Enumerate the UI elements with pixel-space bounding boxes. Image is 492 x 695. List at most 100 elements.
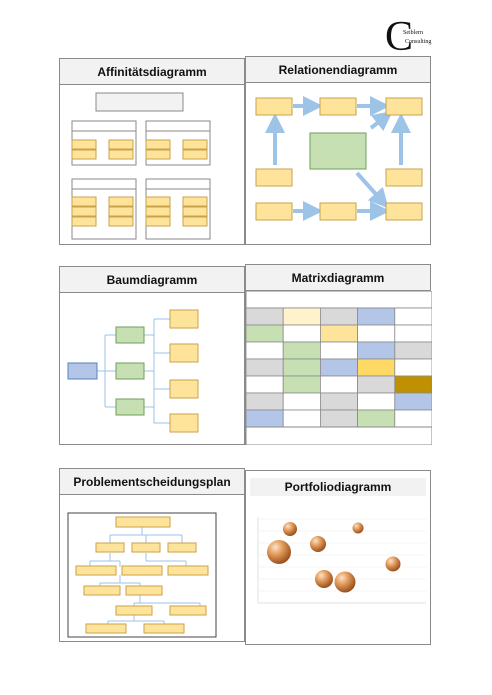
matrix-cell [394, 409, 432, 428]
matrix-cell [320, 358, 359, 377]
matrix-cell [320, 324, 359, 343]
matrix-cell [357, 324, 396, 343]
matrix-cell [320, 307, 359, 326]
logo-line1: Seiblern [403, 30, 423, 36]
matrix-cell [282, 392, 321, 411]
matrix-cell [357, 392, 396, 411]
problem-node [167, 565, 209, 576]
relation-node [319, 97, 357, 116]
problem-node [131, 542, 161, 553]
problem-node [115, 516, 171, 528]
portfolio-bubble [315, 570, 333, 588]
portfolio-bubble [267, 540, 291, 564]
tree-connectors [97, 318, 170, 424]
relation-center-node [309, 132, 367, 170]
problem-node [167, 542, 197, 553]
portfolio-bubble [310, 536, 326, 552]
matrix-svg [246, 291, 432, 445]
portfolio-bubble [334, 571, 356, 593]
matrix-cell [394, 341, 432, 360]
portfolio-svg [257, 517, 426, 604]
portfolio-diagram [246, 497, 430, 644]
tree-root-node [67, 362, 98, 380]
matrix-cell [282, 375, 321, 394]
portfolio-panel: Portfoliodiagramm [245, 470, 431, 645]
tree-leaf-node [169, 309, 199, 329]
matrix-cell [357, 358, 396, 377]
consulting-logo: C Seiblern Consulting [383, 12, 443, 60]
problem-diagram [60, 495, 244, 641]
matrix-cell [246, 358, 284, 377]
tree-diagram [60, 293, 244, 444]
tree-leaf-node [169, 413, 199, 433]
matrix-cell [394, 324, 432, 343]
relation-node [385, 202, 423, 221]
portfolio-header: Portfoliodiagramm [246, 471, 430, 496]
logo-letter: C [385, 14, 413, 58]
matrix-cell [246, 375, 284, 394]
matrix-panel: Matrixdiagramm [245, 264, 432, 445]
relation-node [255, 168, 293, 187]
relation-panel: Relationendiagramm [245, 56, 431, 245]
relation-svg [255, 96, 423, 221]
affinity-title: Affinitätsdiagramm [60, 59, 244, 85]
matrix-title: Matrixdiagramm [246, 265, 430, 291]
relation-arrow [355, 171, 389, 209]
matrix-cell [394, 392, 432, 411]
matrix-cell [246, 409, 284, 428]
logo-mark: C Seiblern Consulting [385, 14, 431, 60]
portfolio-bubble [352, 522, 364, 534]
problem-node [169, 605, 207, 616]
problem-node [121, 565, 163, 576]
affinity-group [145, 178, 211, 240]
tree-panel: Baumdiagramm [59, 266, 245, 445]
tree-branch-node [115, 362, 145, 380]
relation-title: Relationendiagramm [246, 57, 430, 83]
matrix-cell [282, 341, 321, 360]
tree-title: Baumdiagramm [60, 267, 244, 293]
portfolio-title: Portfoliodiagramm [250, 478, 426, 496]
matrix-cell [246, 341, 284, 360]
matrix-cell [357, 341, 396, 360]
matrix-cell [320, 375, 359, 394]
matrix-cell [246, 307, 284, 326]
problem-node [143, 623, 185, 634]
portfolio-bubble [385, 556, 401, 572]
affinity-panel: Affinitätsdiagramm [59, 58, 245, 245]
affinity-group [71, 120, 137, 166]
problem-node [95, 542, 125, 553]
matrix-cell [246, 392, 284, 411]
matrix-cell [394, 307, 432, 326]
tree-svg [67, 309, 199, 433]
tree-leaf-node [169, 379, 199, 399]
portfolio-bubble [283, 522, 297, 536]
problem-title: Problementscheidungsplan [60, 469, 244, 495]
matrix-cell [357, 409, 396, 428]
matrix-cell [246, 324, 284, 343]
matrix-cell [320, 409, 359, 428]
problem-node [75, 565, 117, 576]
matrix-cell [282, 358, 321, 377]
problem-node [83, 585, 121, 596]
matrix-cell [320, 341, 359, 360]
matrix-cell [282, 409, 321, 428]
problem-connectors [89, 525, 201, 625]
matrix-cell [394, 375, 432, 394]
matrix-diagram [246, 291, 432, 445]
tree-branch-node [115, 398, 145, 416]
matrix-cell [357, 307, 396, 326]
relation-node [255, 97, 293, 116]
tree-leaf-node [169, 343, 199, 363]
matrix-header-row [246, 291, 432, 309]
problem-node [115, 605, 153, 616]
problem-svg [67, 512, 217, 638]
matrix-cell [320, 392, 359, 411]
matrix-cell [357, 375, 396, 394]
relation-node [319, 202, 357, 221]
relation-node [385, 168, 423, 187]
matrix-cell [282, 307, 321, 326]
affinity-header-card [95, 92, 184, 112]
relation-diagram [246, 83, 430, 244]
relation-arrow [369, 110, 393, 132]
problem-node [125, 585, 163, 596]
